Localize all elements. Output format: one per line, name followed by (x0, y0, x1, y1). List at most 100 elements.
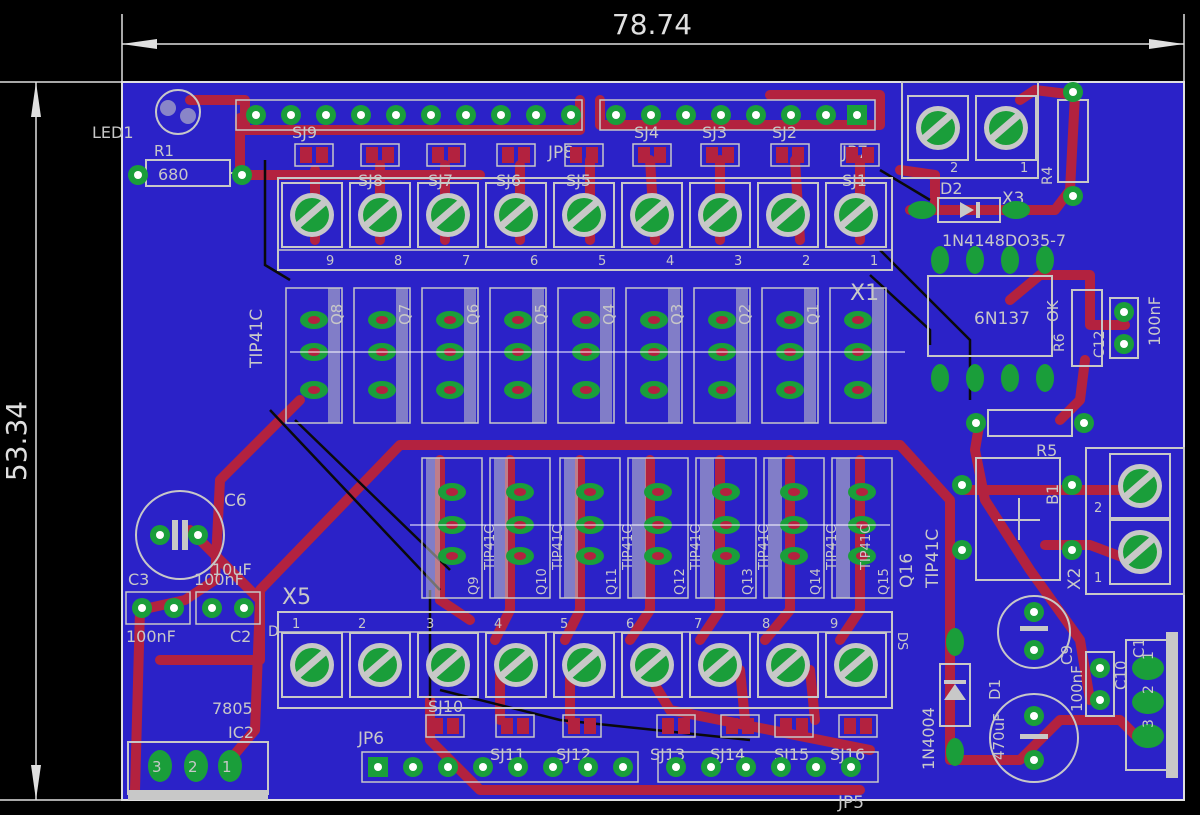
value-c2-top: 100nF (194, 570, 244, 589)
bridge-b1 (952, 457, 1082, 581)
x5-num-2: 2 (358, 617, 366, 632)
label-ic2: IC2 (228, 723, 254, 742)
part-q9: TIP41C (483, 525, 498, 571)
x1-num-1: 1 (870, 254, 878, 269)
label-sj7: SJ7 (428, 171, 453, 190)
x4-pin-3: 3 (1141, 719, 1157, 728)
label-q2: Q2 (736, 304, 754, 325)
capacitor-c10 (1085, 651, 1115, 717)
capacitor-c2 (195, 591, 261, 625)
value-c6: 10uF (212, 560, 252, 579)
dimension-height-label: 53.34 (0, 401, 33, 481)
header-jp6 (361, 751, 639, 783)
label-sj4: SJ4 (634, 123, 659, 142)
label-tip41c-top: TIP41C (247, 309, 267, 369)
x1-num-9: 9 (326, 254, 334, 269)
capacitor-c3 (125, 591, 191, 625)
label-sj3: SJ3 (702, 123, 727, 142)
value-c12: 100nF (1145, 296, 1164, 346)
value-r1: 680 (158, 165, 189, 184)
x5-num-5: 5 (560, 617, 568, 632)
x5-num-3: 3 (426, 617, 434, 632)
label-sj8: SJ8 (358, 171, 383, 190)
value-c5: 470uF (990, 713, 1008, 760)
label-q16: Q16 (897, 553, 917, 588)
label-c12: C12 (1092, 330, 1108, 358)
optocoupler-ok (927, 246, 1054, 392)
value-c3: 100nF (126, 627, 176, 646)
x4-pin-1: 1 (1141, 651, 1157, 660)
label-q1: Q1 (804, 304, 822, 325)
x1-num-3: 3 (734, 254, 742, 269)
label-sj10: SJ10 (428, 697, 463, 716)
label-x5: X5 (282, 585, 311, 610)
terminal-x3 (901, 81, 1038, 179)
resistor-r4 (1057, 82, 1089, 206)
ic2-pin-3: 3 (152, 758, 162, 776)
label-x2: X2 (1065, 568, 1085, 590)
part-ok: 6N137 (974, 309, 1030, 329)
terminal-x2 (1085, 447, 1185, 595)
label-sj5: SJ5 (566, 171, 591, 190)
terminal-block-bottom (277, 611, 893, 709)
x5-num-4: 4 (494, 617, 502, 632)
led1 (155, 89, 201, 135)
label-d2: D2 (940, 179, 963, 198)
label-q10: Q10 (535, 568, 550, 595)
part-q14: TIP41C (825, 525, 840, 571)
x1-num-4: 4 (666, 254, 674, 269)
label-jp6: JP6 (357, 729, 384, 749)
label-c3: C3 (128, 570, 149, 589)
x3-pin-1: 1 (1020, 161, 1028, 176)
value-c10: 100nF (1068, 665, 1086, 712)
label-jp8: JP8 (547, 143, 574, 163)
label-q11: Q11 (605, 568, 620, 595)
label-r1: R1 (154, 142, 174, 160)
label-q9: Q9 (467, 576, 482, 595)
x2-pin-1: 1 (1094, 571, 1102, 586)
label-sj1: SJ1 (842, 171, 867, 190)
part-q11: TIP41C (621, 525, 636, 571)
header-jp7 (599, 99, 876, 131)
header-jp5 (657, 751, 879, 783)
x3-pin-2: 2 (950, 161, 958, 176)
capacitor-c9 (997, 595, 1071, 669)
label-c9: C9 (1058, 645, 1076, 665)
ic2-pin-2: 2 (188, 758, 198, 776)
resistor-r6 (1071, 289, 1103, 367)
label-q4: Q4 (600, 304, 618, 325)
label-sj6: SJ6 (496, 171, 521, 190)
connector-x4 (1125, 632, 1178, 778)
label-jp5: JP5 (837, 793, 864, 813)
x1-num-6: 6 (530, 254, 538, 269)
x5-num-9: 9 (830, 617, 838, 632)
part-q15: TIP41C (859, 525, 874, 571)
label-sj2: SJ2 (772, 123, 797, 142)
x2-pin-2: 2 (1094, 501, 1102, 516)
terminal-block-top (277, 177, 893, 271)
label-q14: Q14 (809, 568, 824, 595)
label-c6: C6 (224, 491, 247, 511)
x5-num-7: 7 (694, 617, 702, 632)
x1-num-5: 5 (598, 254, 606, 269)
x5-num-6: 6 (626, 617, 634, 632)
x1-num-2: 2 (802, 254, 810, 269)
label-q8: Q8 (328, 304, 346, 325)
label-q13: Q13 (741, 568, 756, 595)
label-ds: DS (894, 632, 909, 650)
capacitor-c12 (1109, 297, 1139, 359)
label-c2: C2 (230, 627, 251, 646)
label-q15: Q15 (877, 568, 892, 595)
label-sj14: SJ14 (710, 745, 745, 764)
part-q12: TIP41C (689, 525, 704, 571)
part-d2: 1N4148DO35-7 (942, 231, 1066, 250)
capacitor-c5 (989, 693, 1079, 783)
x1-num-7: 7 (462, 254, 470, 269)
diode-d1 (939, 628, 971, 766)
label-led1: LED1 (92, 123, 134, 142)
header-jp8 (235, 99, 583, 131)
x5-num-1: 1 (292, 617, 300, 632)
label-ok: OK (1044, 299, 1062, 322)
diode-d2 (908, 197, 1030, 223)
